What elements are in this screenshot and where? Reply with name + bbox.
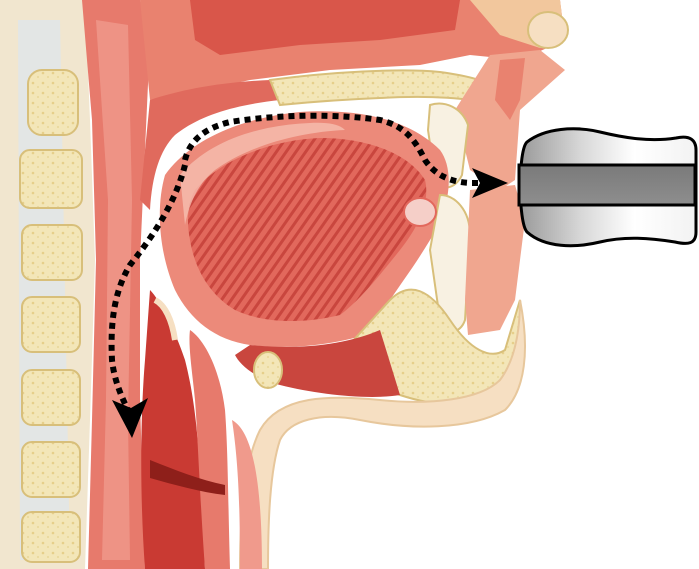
cervical-spine — [0, 0, 95, 569]
mouthpiece-icon — [519, 129, 696, 246]
hyoid-bone — [254, 352, 282, 388]
